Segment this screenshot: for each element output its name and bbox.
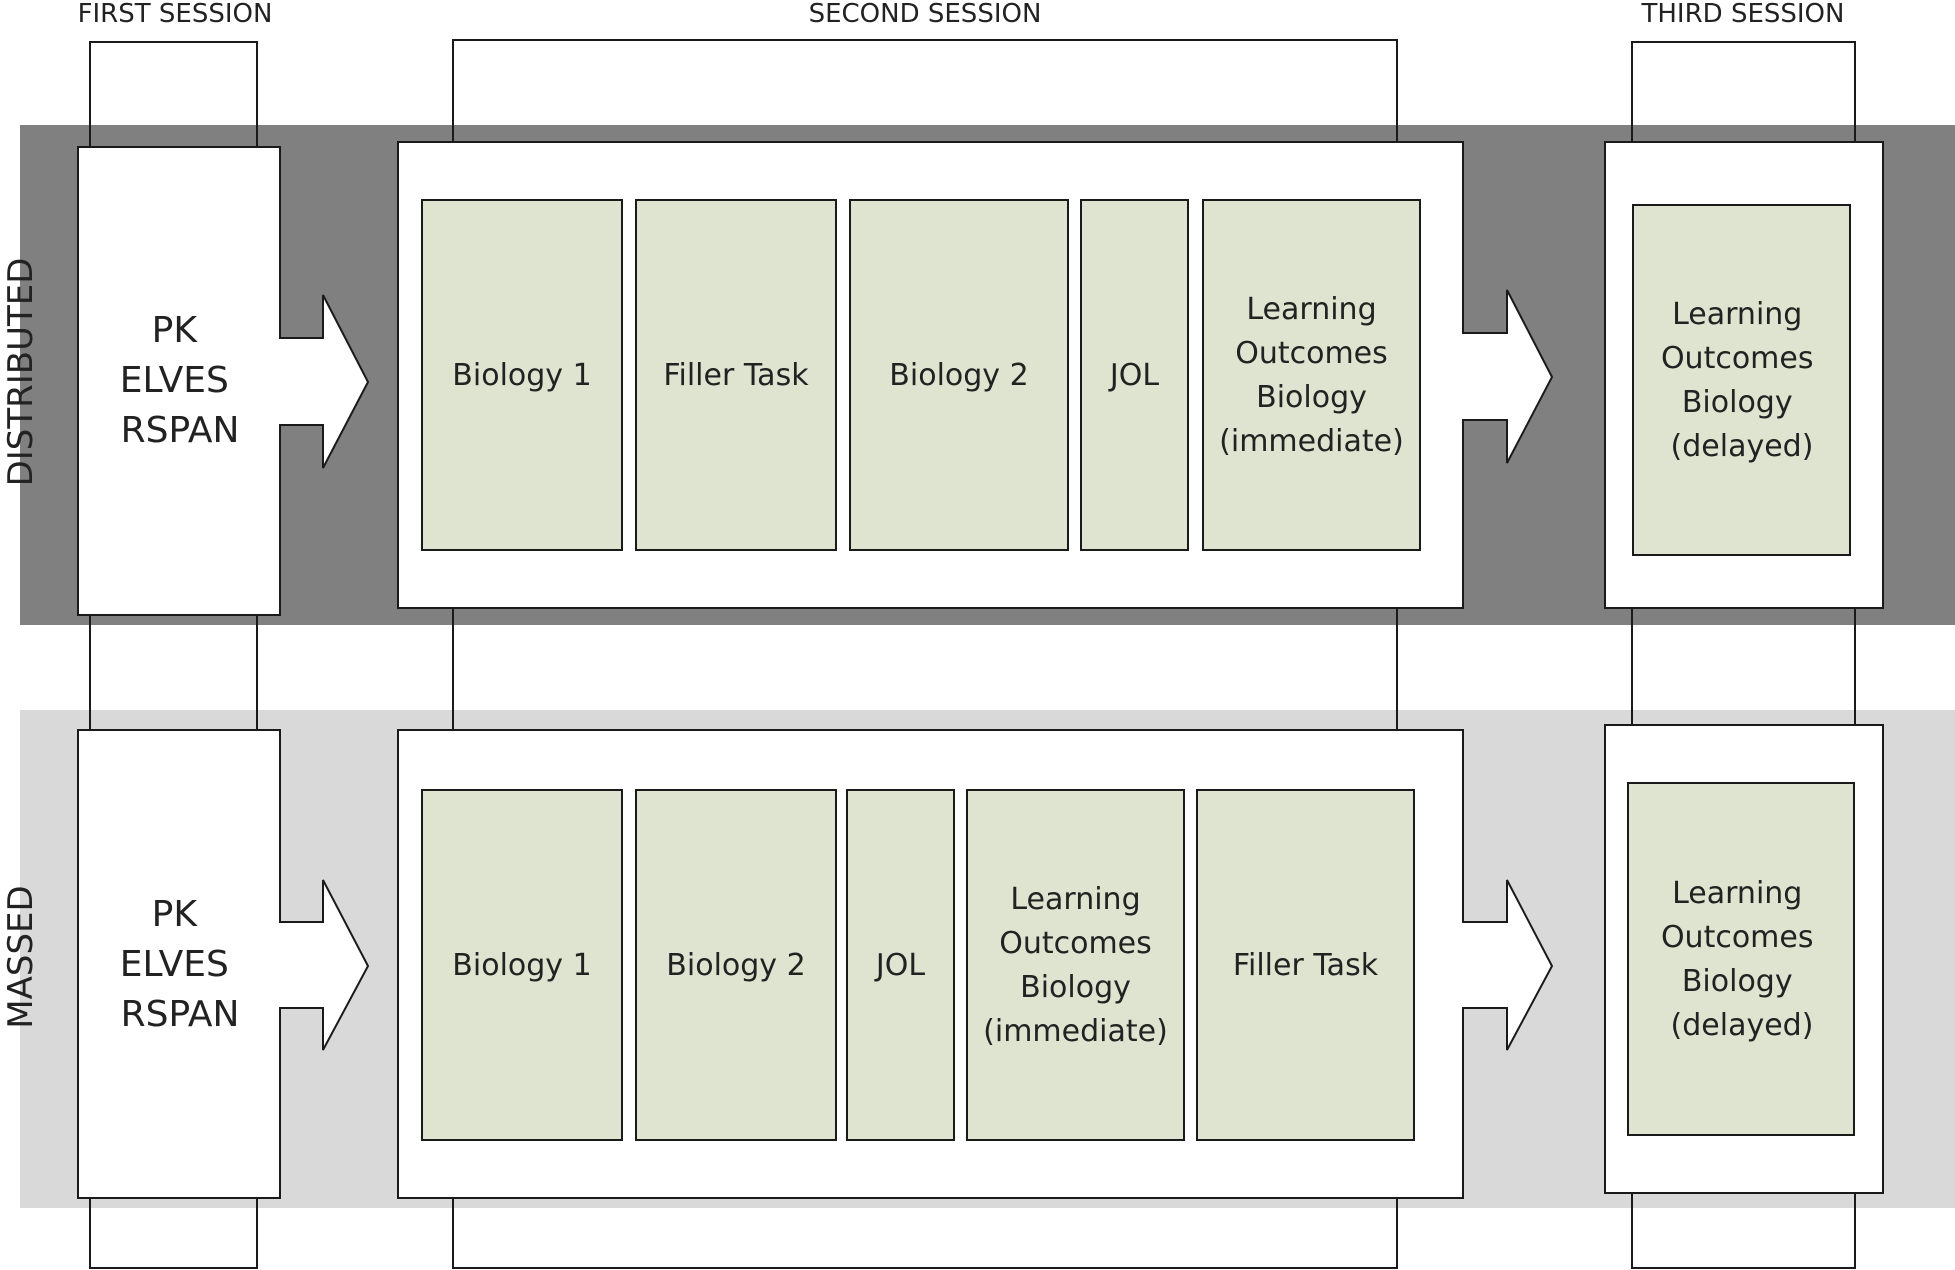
- massed-task-label-1: Biology 1: [452, 948, 591, 983]
- massed-task-box-2: [635, 789, 837, 1141]
- massed-task-3-line-1: JOL: [874, 948, 925, 983]
- massed-task-label-5: Filler Task: [1233, 948, 1379, 983]
- measure-elves: ELVES: [120, 944, 229, 985]
- measure-elves: ELVES: [120, 360, 229, 401]
- first-session-header: FIRST SESSION: [78, 0, 273, 29]
- massed-task-4-line-3: Biology: [1020, 970, 1131, 1005]
- distributed-task-5-line-4: (immediate): [1219, 424, 1404, 459]
- massed-task-box-5: [1196, 789, 1415, 1141]
- measure-pk: PK: [152, 894, 199, 935]
- distributed-task-box-5: [1202, 199, 1421, 551]
- distributed-task-label-2: Filler Task: [663, 358, 809, 393]
- massed-task-box-4: [966, 789, 1185, 1141]
- delayed-line-2: Outcomes: [1661, 920, 1814, 955]
- distributed-second-session-tasks: Biology 1 Filler Task Biology 2 JOL Learning…: [421, 199, 1421, 551]
- distributed-task-box-3: [849, 199, 1069, 551]
- distributed-task-5-line-3: Biology: [1256, 380, 1367, 415]
- session-brackets: [89, 39, 1856, 1269]
- delayed-line-4: (delayed): [1671, 1008, 1814, 1043]
- distributed-delayed-outcomes-box: [1632, 204, 1851, 556]
- distributed-first-session-box: [77, 146, 370, 616]
- massed-task-4-line-2: Outcomes: [999, 926, 1152, 961]
- third-session-header: THIRD SESSION: [1641, 0, 1845, 29]
- delayed-line-3: Biology: [1682, 385, 1793, 420]
- massed-task-2-line-1: Biology 2: [666, 948, 805, 983]
- massed-task-5-line-1: Filler Task: [1233, 948, 1379, 983]
- measure-pk: PK: [152, 310, 199, 351]
- distributed-task-box-1: [421, 199, 623, 551]
- distributed-task-2-line-1: Filler Task: [663, 358, 809, 393]
- second-session-bracket: [452, 39, 1398, 1269]
- distributed-task-5-line-1: Learning: [1246, 292, 1376, 327]
- delayed-line-4: (delayed): [1671, 429, 1814, 464]
- distributed-task-label-4: JOL: [1108, 358, 1159, 393]
- first-session-bracket: [89, 41, 258, 1269]
- massed-first-session-text: PK ELVES RSPAN: [120, 894, 241, 1035]
- distributed-label: DISTRIBUTED: [1, 258, 41, 487]
- delayed-line-1: Learning: [1672, 297, 1802, 332]
- massed-task-box-1: [421, 789, 623, 1141]
- distributed-task-box-2: [635, 199, 837, 551]
- distributed-delayed-outcomes-text: Learning Outcomes Biology (delayed): [1661, 297, 1823, 464]
- third-session-bracket: [1631, 41, 1856, 1269]
- distributed-first-session-text: PK ELVES RSPAN: [120, 310, 241, 451]
- distributed-task-4-line-1: JOL: [1108, 358, 1159, 393]
- measure-rspan: RSPAN: [121, 994, 240, 1035]
- massed-label: MASSED: [1, 885, 41, 1028]
- massed-task-label-3: JOL: [874, 948, 925, 983]
- second-session-header: SECOND SESSION: [809, 0, 1042, 29]
- massed-row: PK ELVES RSPAN Biology 1 Biology 2 JOL Lear…: [77, 724, 1884, 1199]
- delayed-line-3: Biology: [1682, 964, 1793, 999]
- distributed-task-label-1: Biology 1: [452, 358, 591, 393]
- massed-task-label-2: Biology 2: [666, 948, 805, 983]
- massed-task-4-line-4: (immediate): [983, 1014, 1168, 1049]
- massed-task-4-line-1: Learning: [1010, 882, 1140, 917]
- measure-rspan: RSPAN: [121, 410, 240, 451]
- massed-first-session-box: [77, 729, 370, 1199]
- massed-task-1-line-1: Biology 1: [452, 948, 591, 983]
- distributed-task-5-line-2: Outcomes: [1235, 336, 1388, 371]
- distributed-task-box-4: [1080, 199, 1189, 551]
- massed-task-box-3: [846, 789, 955, 1141]
- distributed-task-3-line-1: Biology 2: [889, 358, 1028, 393]
- massed-delayed-outcomes-box: [1627, 782, 1855, 1136]
- massed-delayed-outcomes-text: Learning Outcomes Biology (delayed): [1661, 876, 1823, 1043]
- distributed-task-label-3: Biology 2: [889, 358, 1028, 393]
- delayed-line-1: Learning: [1672, 876, 1802, 911]
- distributed-task-1-line-1: Biology 1: [452, 358, 591, 393]
- delayed-line-2: Outcomes: [1661, 341, 1814, 376]
